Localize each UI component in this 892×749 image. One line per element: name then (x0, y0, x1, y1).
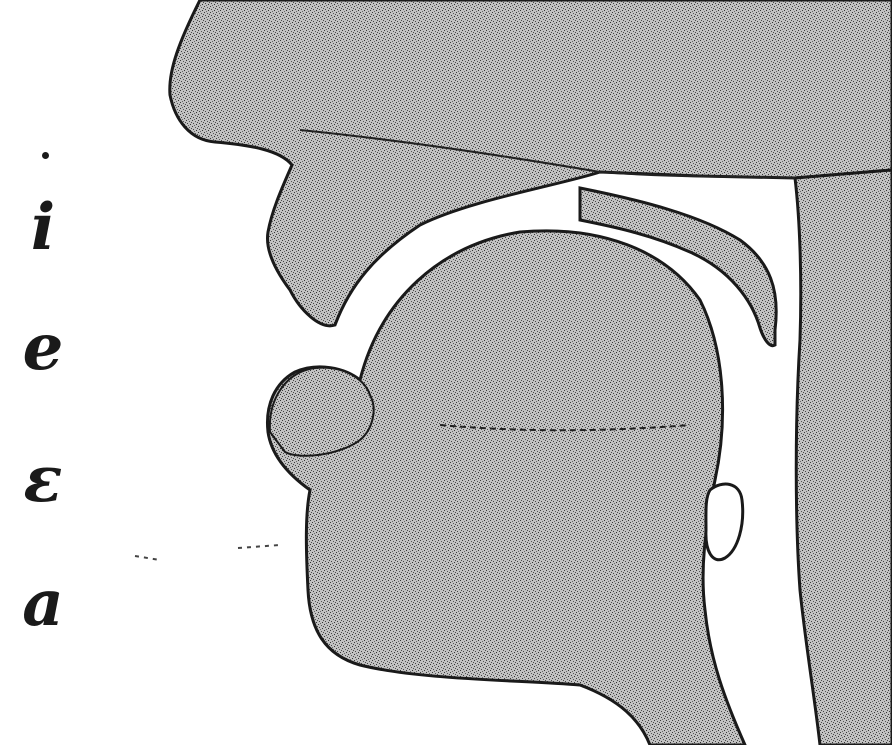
vowel-label-a: a (14, 572, 72, 636)
vowel-label-i: i (14, 196, 72, 260)
air-guide-dash-right (238, 545, 280, 548)
epiglottis-region (706, 484, 743, 560)
vowel-label-e: e (14, 316, 72, 380)
vowel-label-epsilon: ɛ (14, 448, 72, 512)
pharynx-wall-region (795, 170, 892, 745)
air-guide-dash-left (135, 556, 160, 560)
